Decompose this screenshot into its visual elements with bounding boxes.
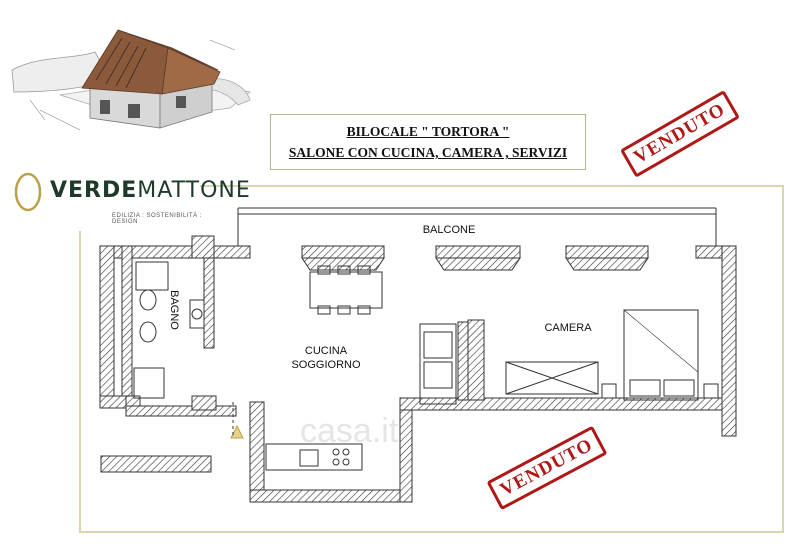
logo-name: VERDEMATTONE	[50, 178, 251, 203]
listing-subtitle: SALONE CON CUCINA, CAMERA , SERVIZI	[288, 145, 568, 160]
ring-logo-icon	[14, 172, 42, 212]
bedroom-label: CAMERA	[544, 322, 592, 334]
balcony-label: BALCONE	[423, 224, 476, 236]
frame-border	[79, 185, 784, 533]
logo-tagline: EDILIZIA : SOSTENIBILITÀ : DESIGN	[112, 213, 203, 225]
living-room-label: SOGGIORNO	[291, 359, 361, 371]
walls	[99, 235, 737, 503]
kitchen-label: CUCINA	[305, 345, 348, 357]
company-logo: VERDEMATTONE EDILIZIA : SOSTENIBILITÀ : …	[16, 170, 250, 225]
listing-title: BILOCALE " TORTORA "	[346, 124, 510, 139]
listing-title-box: BILOCALE " TORTORA " SALONE CON CUCINA, …	[270, 114, 586, 170]
house-illustration	[11, 29, 251, 131]
furniture	[133, 261, 719, 471]
watermark: casa.it	[300, 412, 399, 450]
balcony	[237, 207, 717, 246]
bathroom-label: BAGNO	[168, 290, 180, 330]
